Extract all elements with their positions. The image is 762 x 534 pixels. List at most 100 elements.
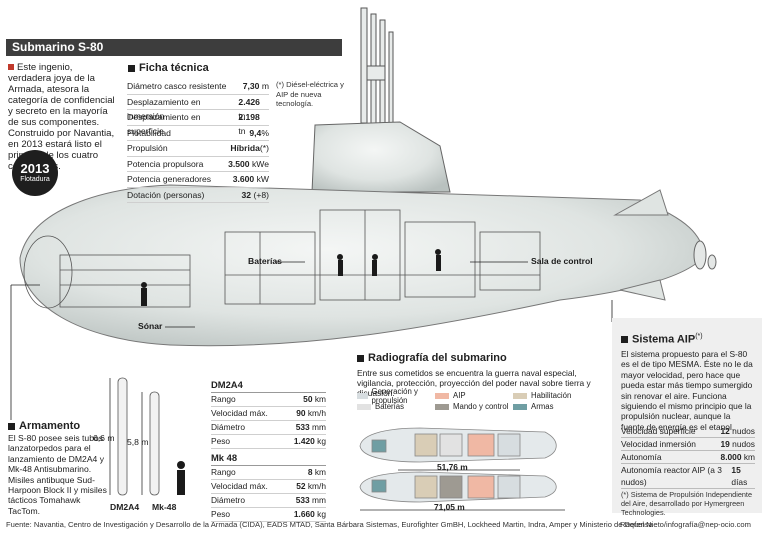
square-icon	[8, 422, 15, 430]
spec-row: Dotación (personas)32 (+8)	[127, 188, 269, 203]
legend-label: Baterías	[375, 402, 405, 411]
spec-unit: días	[731, 477, 748, 487]
spec-value: 12	[720, 426, 730, 436]
spec-unit: km	[741, 452, 755, 462]
legend-label: AIP	[453, 391, 466, 400]
mk48-title: Mk 48	[211, 452, 326, 466]
spec-unit: kW	[254, 174, 269, 184]
spec-value: 533	[295, 495, 310, 505]
spec-value: 2.198	[238, 112, 260, 122]
aip-title: Sistema AIP(*)	[621, 333, 703, 346]
spec-value: 15	[731, 465, 741, 475]
spec-unit: (*)	[259, 143, 269, 153]
ficha-title-text: Ficha técnica	[139, 62, 209, 74]
radiografia-text: Entre sus cometidos se encuentra la guer…	[357, 368, 591, 398]
spec-value-group: 2.426 tn	[238, 95, 269, 121]
dm2a4-title: DM2A4	[211, 379, 326, 393]
legend-swatch	[435, 392, 449, 399]
dim1-value: 6,6	[93, 433, 105, 443]
spec-label: Potencia generadores	[127, 174, 212, 184]
spec-unit: km/h	[305, 481, 326, 491]
spec-value-group: 8 km	[308, 466, 326, 479]
legend-item: Baterías	[357, 401, 435, 412]
aip-title-sup: (*)	[695, 333, 703, 340]
spec-label: Flotabilidad	[127, 127, 171, 138]
spec-unit: mm	[309, 422, 326, 432]
square-icon	[357, 354, 364, 362]
spec-row: Diámetro 533 mm	[211, 421, 326, 435]
square-icon	[128, 64, 135, 72]
badge-year: 2013	[20, 161, 50, 176]
legend-swatch	[513, 392, 527, 399]
spec-unit: tn	[238, 110, 246, 121]
spec-value-group: 9,4%	[249, 126, 269, 141]
legend-item: Habilitación	[513, 390, 591, 401]
spec-row: Rango 8 km	[211, 466, 326, 480]
red-square-icon	[8, 64, 14, 70]
ficha-note: (*) Diésel-eléctrica y AIP de nueva tecn…	[276, 80, 344, 108]
spec-value: 7,30	[242, 81, 260, 91]
spec-value: 90	[296, 408, 306, 418]
spec-value-group: 3.500 kWe	[228, 157, 269, 172]
armamento-text: El S-80 posee seis tubos lanzatorpedos p…	[8, 433, 107, 516]
spec-label: Propulsión	[127, 143, 168, 153]
spec-value-group: 12 nudos	[721, 425, 755, 437]
spec-unit: km	[312, 394, 326, 404]
spec-unit: mm	[309, 495, 326, 505]
badge-label: Flotadura	[20, 176, 50, 183]
spec-label: Velocidad inmersión	[621, 439, 696, 449]
spec-value-group: 1.660 kg	[294, 508, 326, 521]
spec-value-group: 533 mm	[296, 494, 326, 507]
legend-swatch	[513, 403, 527, 410]
armamento-title: Armamento	[8, 420, 80, 432]
legend-label: Habilitación	[531, 391, 572, 400]
spec-row: Flotabilidad 9,4%	[127, 126, 269, 141]
spec-unit: (+8)	[251, 189, 269, 200]
legend-label: Armas	[531, 402, 554, 411]
spec-unit: m	[259, 81, 269, 91]
length-71: 71,05 m	[434, 502, 465, 512]
torpedo-name-mk48: Mk-48	[152, 502, 177, 512]
spec-unit: nudos	[729, 439, 755, 449]
credit-line: Raquel Nieto/infografía@nep-ocio.com	[620, 520, 751, 529]
square-icon	[621, 336, 628, 344]
spec-row: Autonomía reactor AIP (a 3 nudos)15 días	[621, 464, 755, 489]
spec-value-group: 8.000 km	[721, 451, 755, 463]
spec-unit: %	[261, 127, 269, 138]
spec-label: Rango	[211, 467, 236, 477]
spec-row: Velocidad máx.52 km/h	[211, 480, 326, 494]
spec-unit: kWe	[249, 158, 269, 169]
spec-unit: kg	[314, 509, 326, 519]
ficha-title: Ficha técnica	[128, 62, 209, 74]
spec-value: 8	[307, 467, 313, 477]
legend-item: Armas	[513, 401, 591, 412]
spec-label: Dotación (personas)	[127, 189, 205, 200]
legend-item: Mando y control	[435, 401, 513, 412]
radiografia-title-text: Radiografía del submarino	[368, 352, 507, 364]
source-line: Fuente: Navantia, Centro de Investigació…	[6, 520, 658, 529]
spec-value-group: 50 km	[303, 393, 326, 406]
page-title: Submarino S-80	[6, 39, 342, 56]
spec-label: Desplazamiento en superficie	[127, 112, 201, 136]
legend-label: Generación y propulsión	[371, 386, 418, 405]
spec-value: 533	[295, 422, 310, 432]
spec-value-group: 19 nudos	[721, 438, 755, 450]
spec-label: Diámetro	[211, 422, 245, 432]
spec-unit: km	[312, 467, 326, 477]
legend-item: AIP	[435, 390, 513, 401]
spec-row: Velocidad máx.90 km/h	[211, 407, 326, 421]
